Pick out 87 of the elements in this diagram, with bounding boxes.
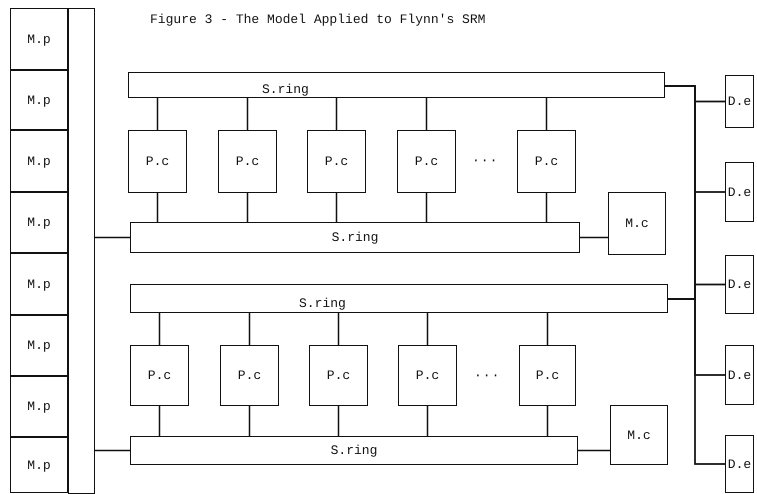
ring-bar	[130, 436, 578, 465]
connector-line	[158, 406, 160, 436]
box-label: D.e	[728, 94, 752, 109]
connector-line	[426, 406, 428, 436]
module-box	[10, 376, 68, 437]
connector-line	[158, 313, 160, 345]
module-box	[220, 345, 279, 406]
connector-line	[156, 98, 158, 130]
box-label: S.ring	[299, 296, 346, 311]
connector-line	[338, 406, 340, 436]
box-label: M.p	[27, 32, 51, 46]
box-label: P.c	[414, 154, 438, 169]
box-label: P.c	[146, 154, 170, 169]
box-label: M.p	[27, 338, 51, 353]
ring-bar	[130, 284, 668, 313]
module-box	[397, 130, 456, 193]
connector-line	[336, 98, 338, 130]
ring-bar	[130, 222, 580, 253]
ellipsis-text: ···	[472, 153, 498, 168]
module-box	[10, 130, 68, 192]
module-box	[307, 130, 366, 193]
device-box	[725, 162, 754, 222]
box-label: S.ring	[330, 443, 378, 458]
connector-line	[248, 313, 250, 345]
connector-line	[95, 236, 130, 238]
module-box	[309, 345, 368, 406]
connector-line	[426, 98, 428, 130]
box-label: D.e	[728, 368, 752, 382]
module-box	[10, 315, 68, 376]
ring-bar	[128, 72, 665, 98]
device-box	[725, 345, 754, 405]
connector-line	[426, 193, 428, 222]
figure-title: Figure 3 - The Model Applied to Flynn's SRM	[150, 12, 486, 27]
module-box	[10, 192, 68, 253]
box-label: D.e	[728, 184, 752, 200]
box-label: M.p	[27, 458, 51, 472]
bus-bar	[68, 8, 95, 494]
box-label: S.ring	[332, 230, 378, 245]
module-box	[10, 437, 68, 493]
connector-line	[246, 98, 248, 130]
connector-line	[248, 406, 250, 436]
module-box	[608, 192, 666, 255]
box-label: D.e	[728, 277, 752, 292]
box-label: P.c	[536, 368, 560, 383]
connector-line	[578, 450, 610, 452]
box-label: M.c	[625, 216, 649, 231]
connector-line	[338, 313, 340, 345]
connector-line	[546, 193, 548, 222]
box-label: M.p	[27, 154, 51, 168]
box-label: M.p	[27, 276, 51, 292]
module-box	[398, 345, 457, 406]
box-label: M.p	[27, 92, 51, 108]
device-box	[725, 435, 754, 493]
connector-line	[246, 193, 248, 222]
box-label: D.e	[728, 456, 752, 472]
connector-line	[546, 406, 548, 436]
box-label: S.ring	[262, 82, 309, 97]
box-label: M.p	[27, 399, 51, 414]
module-box	[130, 345, 189, 406]
module-box	[519, 345, 576, 406]
module-box	[610, 405, 668, 465]
module-box	[218, 130, 277, 193]
box-label: P.c	[326, 368, 350, 383]
box-label: P.c	[534, 154, 558, 169]
device-box	[725, 255, 754, 314]
connector-line	[546, 98, 548, 130]
module-box	[10, 70, 68, 130]
connector-line	[156, 193, 158, 222]
box-label: P.c	[148, 368, 172, 383]
ellipsis-text: ···	[474, 368, 500, 383]
module-box	[517, 130, 576, 193]
box-label: M.p	[27, 215, 51, 230]
connector-line	[546, 313, 548, 345]
box-label: P.c	[238, 368, 262, 383]
device-box	[725, 75, 754, 128]
box-label: P.c	[236, 154, 260, 169]
connector-line	[95, 450, 130, 452]
box-label: M.c	[627, 428, 651, 442]
connector-line	[426, 313, 428, 345]
box-label: P.c	[324, 154, 348, 169]
module-box	[10, 253, 68, 315]
box-label: P.c	[416, 368, 440, 383]
connector-line	[580, 236, 608, 238]
module-box	[128, 130, 187, 193]
connector-line	[336, 193, 338, 222]
connector-line	[668, 298, 725, 465]
module-box	[10, 8, 68, 70]
